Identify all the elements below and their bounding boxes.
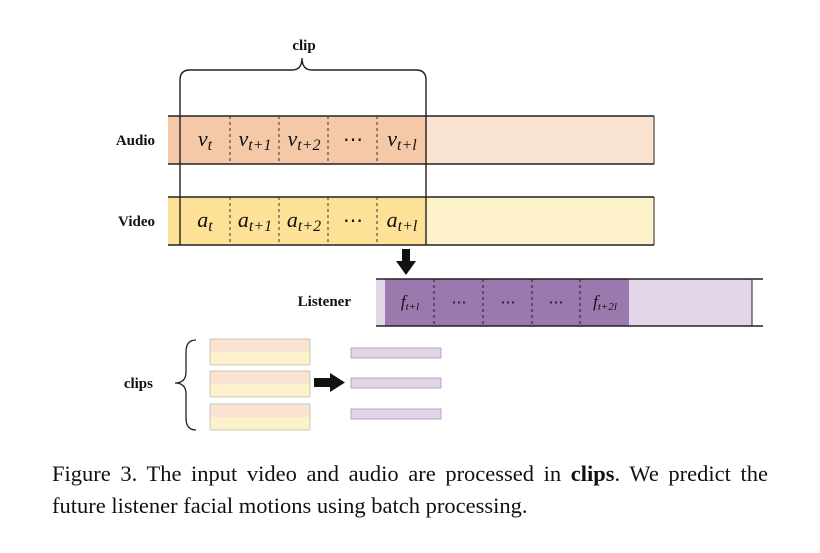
listener-cell-4-symbol: ⋯ xyxy=(549,295,564,311)
audio-cell-4: ⋯ xyxy=(343,129,363,151)
audio-cell-2: vt+1 xyxy=(238,126,271,154)
video-row-label: Video xyxy=(118,214,155,230)
video-clip-region xyxy=(168,197,426,245)
audio-cell-3: vt+2 xyxy=(287,126,320,154)
clip-label: clip xyxy=(292,38,315,54)
listener-predicted-region xyxy=(385,279,629,326)
listener-cell-5: ft+2l xyxy=(593,292,617,313)
video-cell-2-subscript: t+1 xyxy=(249,218,272,235)
listener-cell-5-subscript: t+2l xyxy=(598,301,617,313)
listener-cells: ft+l⋯⋯⋯ft+2l xyxy=(401,292,617,313)
audio-cell-5-symbol: v xyxy=(387,126,397,151)
audio-clip-region xyxy=(168,116,426,164)
listener-cell-1-subscript: t+l xyxy=(406,301,420,313)
audio-cell-2-subscript: t+1 xyxy=(248,137,271,154)
video-cell-1-symbol: a xyxy=(197,207,208,232)
video-cell-2: at+1 xyxy=(238,207,272,235)
video-cell-5-symbol: a xyxy=(387,207,398,232)
listener-cell-dividers xyxy=(433,279,581,326)
audio-cell-1-subscript: t xyxy=(208,137,213,154)
audio-cell-1: vt xyxy=(198,126,213,154)
video-cell-4: ⋯ xyxy=(343,210,363,232)
listener-row-label: Listener xyxy=(298,294,352,310)
mini-output-1 xyxy=(350,347,442,359)
video-cell-3-subscript: t+2 xyxy=(298,218,321,235)
mini-clip-1 xyxy=(209,338,311,366)
mini-output-2 xyxy=(350,377,442,389)
mini-clips xyxy=(209,338,311,431)
audio-cell-4-symbol: ⋯ xyxy=(343,129,363,151)
clips-brace xyxy=(174,339,197,431)
listener-cell-2: ⋯ xyxy=(452,295,467,311)
listener-cell-1: ft+l xyxy=(401,292,419,313)
caption-suffix: . We predict the future listener facial … xyxy=(52,461,768,518)
audio-row-label: Audio xyxy=(116,133,155,149)
caption-bold-term: clips xyxy=(570,461,615,486)
video-cell-1: at xyxy=(197,207,213,235)
video-cell-5: at+l xyxy=(387,207,418,235)
clips-label: clips xyxy=(124,376,153,392)
video-cell-5-subscript: t+l xyxy=(398,218,418,235)
listener-cell-2-symbol: ⋯ xyxy=(452,295,467,311)
right-arrow-icon xyxy=(314,373,345,392)
audio-cell-dividers xyxy=(229,116,378,164)
video-cell-1-subscript: t xyxy=(208,218,213,235)
mini-clip-3 xyxy=(209,403,311,431)
clip-brace xyxy=(179,57,427,112)
listener-cell-1-symbol: f xyxy=(401,292,408,311)
down-arrow-icon xyxy=(396,249,416,275)
figure-caption: Figure 3. The input video and audio are … xyxy=(52,458,768,522)
audio-cell-3-symbol: v xyxy=(287,126,297,151)
video-cell-2-symbol: a xyxy=(238,207,249,232)
video-cell-dividers xyxy=(229,197,378,245)
listener-cell-5-symbol: f xyxy=(593,292,600,311)
audio-cell-5-subscript: t+l xyxy=(397,137,417,154)
audio-cell-5: vt+l xyxy=(387,126,417,154)
mini-clip-2 xyxy=(209,370,311,398)
listener-cell-3-symbol: ⋯ xyxy=(501,295,516,311)
audio-cell-2-symbol: v xyxy=(238,126,248,151)
video-cell-4-symbol: ⋯ xyxy=(343,210,363,232)
listener-cell-4: ⋯ xyxy=(549,295,564,311)
mini-output-3 xyxy=(350,408,442,420)
caption-prefix: Figure 3. The input video and audio are … xyxy=(52,461,571,486)
video-cell-3-symbol: a xyxy=(287,207,298,232)
audio-cell-3-subscript: t+2 xyxy=(297,137,320,154)
audio-cell-1-symbol: v xyxy=(198,126,208,151)
listener-cell-3: ⋯ xyxy=(501,295,516,311)
mini-outputs xyxy=(350,347,442,420)
video-cell-3: at+2 xyxy=(287,207,321,235)
